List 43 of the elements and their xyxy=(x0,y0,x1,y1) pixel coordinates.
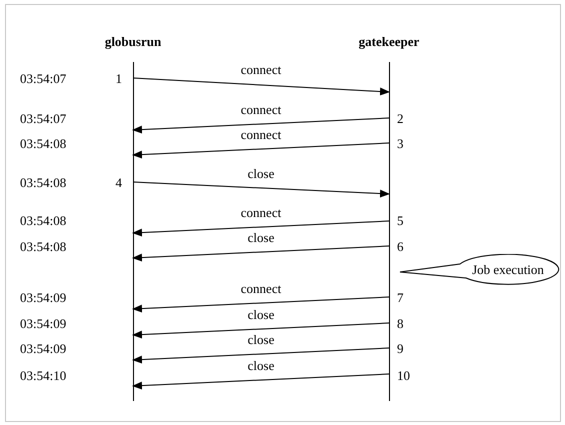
edge-label: close xyxy=(246,230,276,245)
timestamp: 03:54:09 xyxy=(20,341,66,356)
timestamp: 03:54:08 xyxy=(20,175,66,190)
timestamp: 03:54:08 xyxy=(20,136,66,151)
edge-label: close xyxy=(246,166,276,181)
edge-label: connect xyxy=(240,281,282,296)
participant-name: globusrun xyxy=(104,34,162,50)
message-number: 4 xyxy=(114,175,122,190)
callout-text: Job execution xyxy=(471,262,545,278)
message-arrow xyxy=(132,322,390,339)
message-number: 5 xyxy=(397,213,404,228)
timestamp: 03:54:09 xyxy=(20,316,66,331)
edge-label: connect xyxy=(240,62,282,77)
timestamp: 03:54:07 xyxy=(20,71,66,86)
message-arrow xyxy=(132,142,390,159)
edge-label: close xyxy=(246,332,276,347)
message-arrow xyxy=(132,296,390,313)
edge-label: close xyxy=(246,307,276,322)
edge-label: close xyxy=(246,358,276,373)
message-number: 2 xyxy=(397,111,404,126)
message-arrow xyxy=(132,78,390,96)
message-number: 10 xyxy=(397,368,410,383)
message-number: 1 xyxy=(114,71,122,86)
message-arrow xyxy=(132,220,390,237)
timestamp: 03:54:10 xyxy=(20,368,66,383)
edge-label: connect xyxy=(240,127,282,142)
participant-name: gatekeeper xyxy=(358,34,420,50)
message-number: 3 xyxy=(397,136,404,151)
message-number: 6 xyxy=(397,239,404,254)
message-arrow xyxy=(132,374,390,390)
timestamp: 03:54:07 xyxy=(20,111,66,126)
edge-label: connect xyxy=(240,205,282,220)
timestamp: 03:54:08 xyxy=(20,213,66,228)
timestamp: 03:54:09 xyxy=(20,290,66,305)
edge-label: connect xyxy=(240,102,282,117)
message-number: 8 xyxy=(397,316,404,331)
message-number: 9 xyxy=(397,341,404,356)
message-arrow xyxy=(132,118,390,134)
message-number: 7 xyxy=(397,290,404,305)
message-arrow xyxy=(132,182,390,198)
message-arrow xyxy=(132,246,390,262)
message-arrow xyxy=(132,348,390,364)
timestamp: 03:54:08 xyxy=(20,239,66,254)
